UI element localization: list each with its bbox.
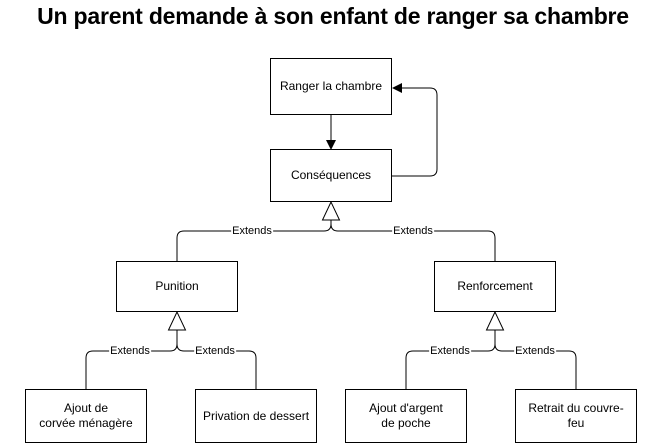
edge-label-argent: Extends	[429, 345, 471, 357]
node-label: Ajout d'argent de poche	[369, 401, 443, 430]
edge-argent-to-renforcement	[405, 330, 496, 389]
edge-couvre-feu-to-renforcement	[494, 330, 577, 389]
inheritance-triangle-icon	[485, 310, 505, 331]
edge-label-corvee: Extends	[109, 345, 151, 357]
node-consequences[interactable]: Conséquences	[270, 149, 392, 202]
node-privation-dessert[interactable]: Privation de dessert	[195, 389, 317, 443]
node-ranger-la-chambre[interactable]: Ranger la chambre	[270, 58, 392, 115]
edge-label-punition: Extends	[231, 225, 273, 237]
node-label: Punition	[155, 279, 199, 293]
edge-label-renforcement: Extends	[392, 225, 434, 237]
edge-corvee-to-punition	[85, 330, 178, 389]
node-retrait-couvre-feu[interactable]: Retrait du couvre-feu	[515, 389, 637, 443]
node-ajout-corvee[interactable]: Ajout de corvée ménagère	[25, 389, 147, 443]
node-label: Retrait du couvre-feu	[528, 401, 624, 430]
node-punition[interactable]: Punition	[116, 261, 238, 312]
page-title: Un parent demande à son enfant de ranger…	[37, 3, 629, 29]
inheritance-triangle-icon	[167, 310, 187, 331]
node-label: Renforcement	[457, 279, 533, 293]
edge-label-dessert: Extends	[194, 345, 236, 357]
edge-dessert-to-punition	[176, 330, 257, 389]
node-label: Ranger la chambre	[279, 79, 383, 93]
node-label: Privation de dessert	[202, 408, 310, 423]
node-renforcement[interactable]: Renforcement	[434, 261, 556, 312]
edge-label-couvre-feu: Extends	[514, 345, 556, 357]
node-label: Ajout de corvée ménagère	[39, 401, 133, 430]
inheritance-triangle-icon	[321, 200, 341, 221]
edge-consequences-loop-to-ranger	[392, 83, 438, 177]
node-label: Conséquences	[290, 168, 372, 182]
node-ajout-argent[interactable]: Ajout d'argent de poche	[345, 389, 467, 443]
